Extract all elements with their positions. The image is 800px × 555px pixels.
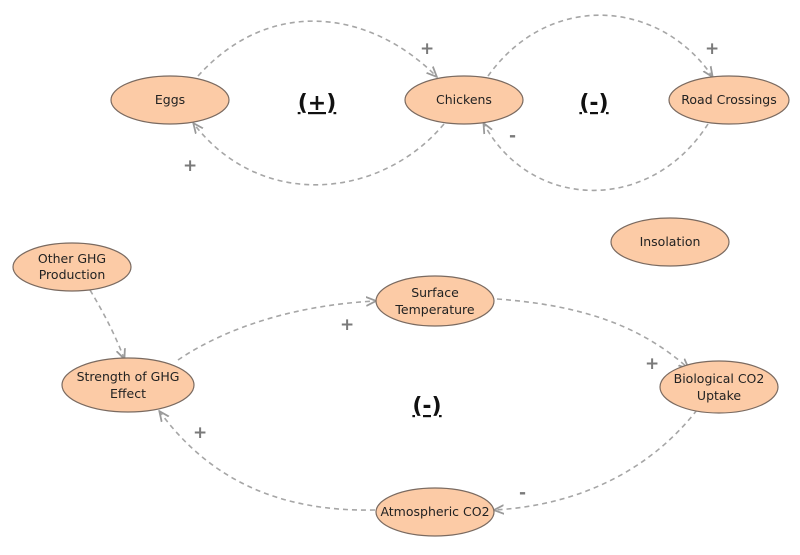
polarity-chickens-to-road: +	[705, 39, 719, 59]
node-other-ghg-label-line1: Other GHG	[38, 251, 106, 266]
node-strength-of-ghg-effect[interactable]: Strength of GHG Effect	[61, 357, 195, 413]
loop-label-chickens-road: (-)	[579, 91, 608, 116]
loop-label-climate: (-)	[412, 394, 441, 419]
link-chickens-to-eggs[interactable]	[194, 124, 445, 186]
link-other-ghg-to-ghg-effect[interactable]	[89, 289, 124, 358]
link-road-to-chickens[interactable]	[484, 124, 709, 192]
node-surface-temp-label-line1: Surface	[411, 285, 459, 300]
link-bio-co2-to-atm-co2[interactable]	[495, 409, 698, 510]
node-eggs[interactable]: Eggs	[110, 75, 230, 125]
loop-label-eggs-chickens: (+)	[298, 91, 337, 116]
polarity-chickens-to-eggs: +	[183, 156, 197, 176]
node-bio-co2-label-line1: Biological CO2	[674, 371, 765, 386]
node-atmospheric-co2[interactable]: Atmospheric CO2	[375, 487, 495, 537]
node-bio-co2-label-line2: Uptake	[697, 388, 741, 403]
node-atmospheric-co2-label: Atmospheric CO2	[380, 504, 489, 519]
node-road-crossings-label: Road Crossings	[681, 92, 776, 107]
node-ghg-effect-label-line2: Effect	[110, 386, 146, 401]
node-surface-temp-label-line2: Temperature	[394, 302, 474, 317]
polarity-temp-to-bio: +	[645, 354, 659, 374]
link-eggs-to-chickens[interactable]	[197, 20, 436, 76]
polarity-ghg-to-temp: +	[340, 315, 354, 335]
polarity-eggs-to-chickens: +	[420, 39, 434, 59]
polarity-bio-to-atm: -	[519, 483, 526, 503]
link-surface-temp-to-bio-co2[interactable]	[496, 298, 688, 368]
node-road-crossings[interactable]: Road Crossings	[668, 75, 790, 125]
node-eggs-label: Eggs	[155, 92, 185, 107]
node-ghg-effect-label-line1: Strength of GHG	[77, 369, 180, 384]
link-chickens-to-road[interactable]	[487, 14, 712, 76]
link-atm-co2-to-ghg-effect[interactable]	[160, 412, 376, 511]
node-insolation-label: Insolation	[640, 234, 701, 249]
polarity-atm-to-ghg: +	[193, 423, 207, 443]
node-other-ghg-production[interactable]: Other GHG Production	[12, 242, 132, 292]
node-chickens[interactable]: Chickens	[404, 75, 524, 125]
node-surface-temperature[interactable]: Surface Temperature	[375, 275, 495, 327]
node-chickens-label: Chickens	[436, 92, 492, 107]
polarity-road-to-chickens: -	[509, 126, 516, 146]
node-other-ghg-label-line2: Production	[39, 267, 106, 282]
node-insolation[interactable]: Insolation	[610, 217, 730, 267]
link-ghg-effect-to-surface-temp[interactable]	[177, 301, 375, 361]
node-biological-co2-uptake[interactable]: Biological CO2 Uptake	[659, 360, 779, 414]
